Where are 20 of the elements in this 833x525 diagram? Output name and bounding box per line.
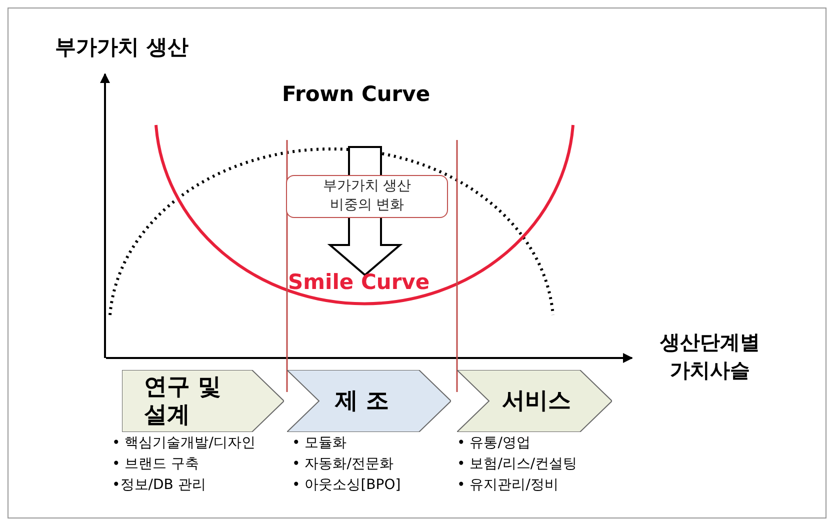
bullet-item: • 자동화/전문화 bbox=[292, 455, 394, 474]
axis-title: 생산단계별 가치사슬 bbox=[659, 329, 761, 384]
chevron-shape bbox=[457, 370, 612, 432]
bullet-item: •정보/DB 관리 bbox=[112, 476, 207, 495]
chevron-shape bbox=[287, 370, 451, 432]
stage-title: 제 조 bbox=[335, 387, 390, 415]
bullet-item: • 핵심기술개발/디자인 bbox=[112, 434, 256, 453]
bullet-item: • 브랜드 구축 bbox=[112, 455, 200, 474]
bullet-item: • 모듈화 bbox=[292, 434, 348, 453]
chevron-shape bbox=[122, 370, 284, 432]
bullet-item: • 유지관리/정비 bbox=[457, 476, 560, 495]
stage-title: 서비스 bbox=[502, 387, 572, 415]
bullet-item: • 보험/리스/컨설팅 bbox=[457, 455, 578, 474]
stage-title: 연구 및 설계 bbox=[144, 373, 222, 429]
axis-title: 부가가치 생산 bbox=[55, 34, 188, 61]
curve-label: Frown Curve bbox=[282, 82, 430, 106]
bullet-item: • 유통/영업 bbox=[457, 434, 532, 453]
curve-label: Smile Curve bbox=[288, 270, 430, 294]
rounded-text-box: 부가가치 생산 비중의 변화 bbox=[286, 175, 448, 218]
bullet-item: • 아웃소싱[BPO] bbox=[292, 476, 401, 495]
